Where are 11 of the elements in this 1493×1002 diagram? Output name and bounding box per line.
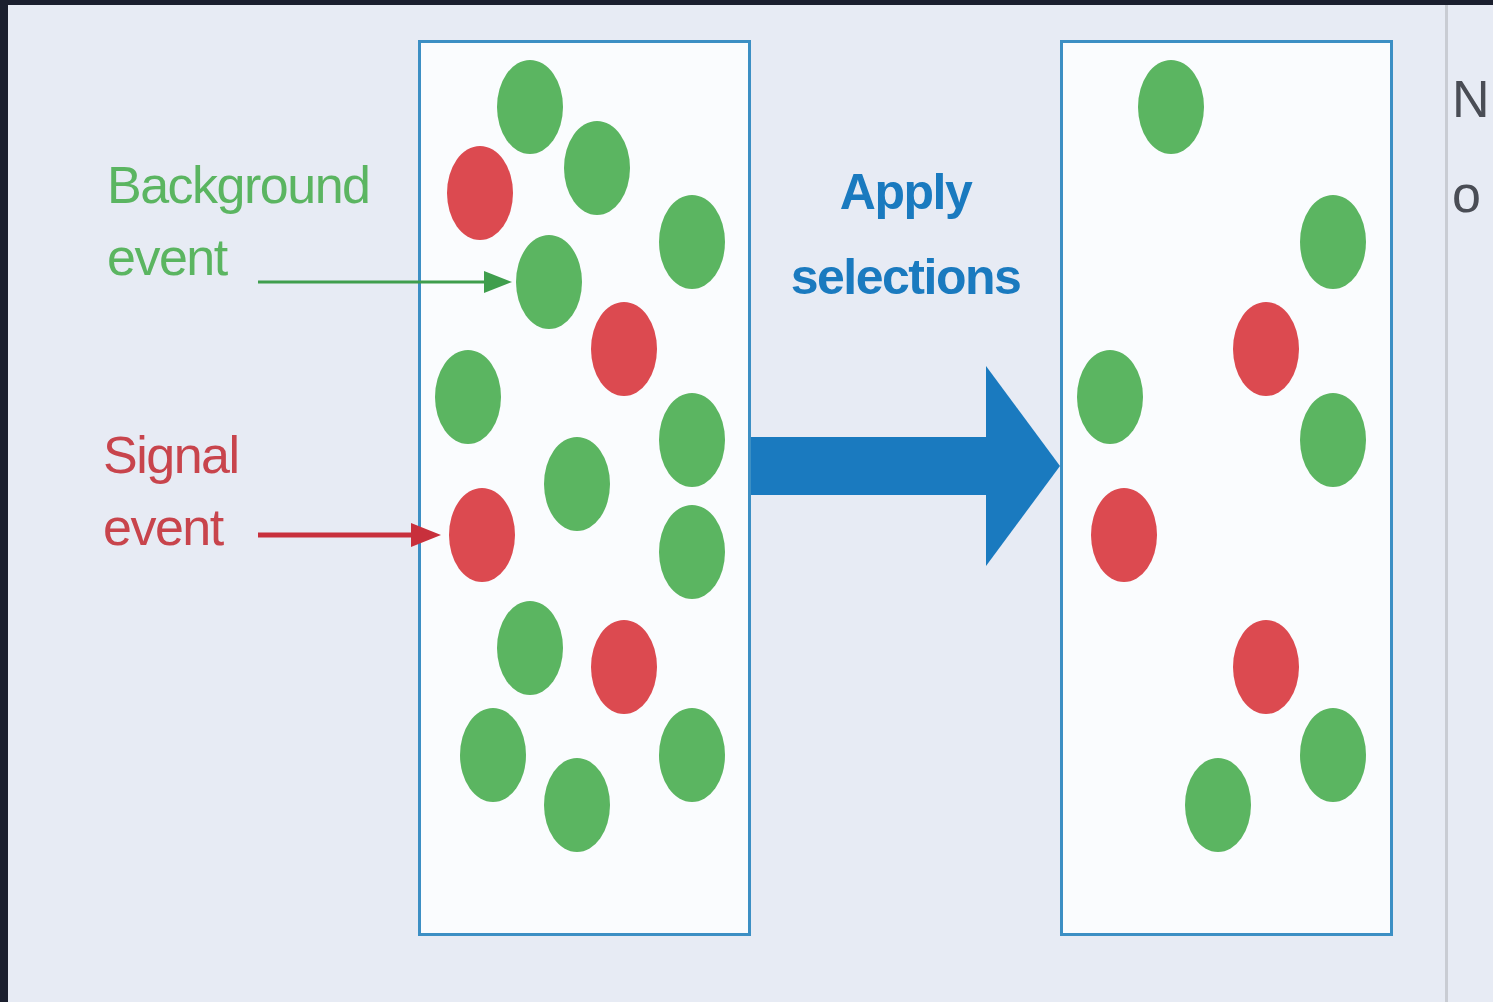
event-panel — [1060, 40, 1393, 936]
edge-label: Apply selections — [789, 163, 1022, 307]
leader-arrow — [258, 523, 441, 547]
event-label: Background event — [107, 150, 407, 294]
cut-off-text: N — [1452, 73, 1490, 125]
cut-off-text: o — [1452, 168, 1481, 220]
event-panel — [418, 40, 751, 936]
leader-arrow — [258, 271, 512, 293]
event-label: Signal event — [103, 420, 253, 564]
event-dot — [497, 60, 563, 154]
block-arrow — [751, 366, 1060, 566]
